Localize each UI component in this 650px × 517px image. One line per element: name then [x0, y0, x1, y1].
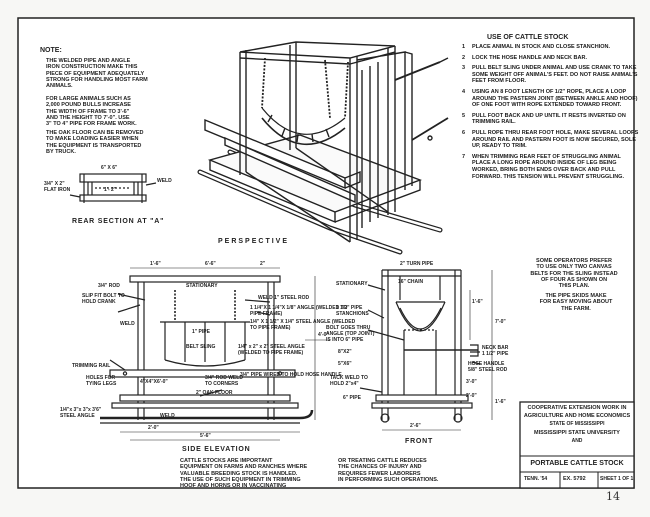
perspective-title: PERSPECTIVE — [218, 238, 290, 245]
tb-tenn: TENN. '54 — [524, 476, 548, 482]
note-title: NOTE: — [40, 47, 62, 54]
side-rod-label: 3/4" ROD — [98, 283, 120, 289]
tb-line-4: MISSISSIPPI STATE UNIVERSITY — [534, 430, 620, 436]
side-dim-6: 4'-0" — [318, 332, 329, 338]
front-bolt: BOLT GOES THRU ANGLE (TOP JOINT) IS INTO… — [326, 325, 375, 343]
side-pipe-weld: 3/4" PIPE WIRED TO HOLD HOSE HANDLE — [240, 372, 342, 378]
front-title: FRONT — [405, 438, 434, 445]
front-dim-d: 1'-6" — [495, 399, 506, 405]
operators-note: SOME OPERATORS PREFER TO USE ONLY TWO CA… — [530, 258, 618, 290]
side-oak-floor: 2" OAK FLOOR — [196, 390, 233, 396]
front-dim-a: 1'-6" — [472, 299, 483, 305]
note-paragraph-1: THE WELDED PIPE AND ANGLE IRON CONSTRUCT… — [46, 58, 148, 90]
tb-ex: EX. 5792 — [563, 476, 586, 482]
front-view-drawing — [359, 269, 493, 431]
front-6in-pipe: 6" PIPE — [343, 395, 361, 401]
note-paragraph-3: THE OAK FLOOR CAN BE REMOVED TO MAKE LOA… — [46, 130, 144, 155]
side-rod-weld: 3/4" ROD WELD TO CORNERS — [205, 375, 243, 387]
use-title: USE OF CATTLE STOCK — [487, 34, 569, 41]
rear-dim-mid: 1'- 2" — [104, 187, 117, 193]
side-trimming-rail: TRIMMING RAIL — [72, 363, 111, 369]
rear-section-drawing — [69, 173, 157, 203]
side-pipe: 1" PIPE — [192, 329, 210, 335]
side-dim-1: 1'-6" — [150, 261, 161, 267]
side-angle-frame: 1 1/4"X 1 1/4"X 1/8" ANGLE (WELDED TO PI… — [250, 305, 348, 317]
note-paragraph-2: FOR LARGE ANIMALS SUCH AS 2,000 POUND BU… — [46, 96, 137, 128]
front-hose-handle: HOSE HANDLE 5/8" STEEL ROD — [468, 361, 508, 373]
tb-line-5: AND — [571, 438, 583, 444]
front-dim-height: 7'-0" — [495, 319, 506, 325]
front-dim-width: 2'-6" — [410, 423, 421, 429]
side-weld-rod: WELD 1" STEEL ROD — [258, 295, 310, 301]
tb-title: PORTABLE CATTLE STOCK — [530, 460, 624, 467]
side-elevation-title: SIDE ELEVATION — [182, 446, 251, 453]
front-dim-2: 5"X6" — [338, 361, 352, 367]
side-dim-5: 5'-6" — [200, 433, 211, 439]
tb-line-1: COOPERATIVE EXTENSION WORK IN — [527, 405, 627, 411]
side-elevation-drawing — [100, 267, 330, 441]
side-angle-bottom: 1/4"x 3"x 3"x 3'6" STEEL ANGLE — [60, 407, 102, 419]
front-tack-weld: TACK WELD TO HOLD 2"x4" — [330, 375, 368, 387]
side-slip-fit: SLIP FIT BOLT TO HOLD CRANK — [82, 293, 125, 305]
side-weld-bottom: WELD — [160, 413, 175, 419]
page-number: 14 — [606, 490, 620, 503]
front-stanchion: 1 1/2" PIPE STANCHIONS — [336, 305, 369, 317]
title-block-frame — [519, 401, 635, 489]
side-holes: HOLES FOR TYING LEGS — [86, 375, 117, 387]
front-dim-c: 2'-0" — [466, 393, 477, 399]
rear-dim-top: 6" X 6" — [101, 165, 118, 171]
front-turn-pipe: 2" TURN PIPE — [400, 261, 434, 267]
skids-note: THE PIPE SKIDS MAKE FOR EASY MOVING ABOU… — [539, 293, 613, 312]
tb-sheet: SHEET 1 OF 1 — [600, 476, 634, 482]
front-neck-bar: NECK BAR 1 1/2" PIPE — [482, 345, 509, 357]
side-stationary: STATIONARY — [186, 283, 218, 289]
front-stationary: STATIONARY — [336, 281, 368, 287]
side-dim-3: 2" — [260, 261, 266, 267]
front-dim-1: 8"X2" — [338, 349, 352, 355]
side-timber: 4"X4"X6'-0" — [140, 379, 168, 385]
bottom-text-left: CATTLE STOCKS ARE IMPORTANT EQUIPMENT ON… — [180, 458, 308, 490]
side-steel-frame: 1/4" X 1 1/2" X 1/4" STEEL ANGLE (WELDED… — [250, 319, 356, 331]
tb-line-2: AGRICULTURE AND HOME ECONOMICS — [523, 413, 631, 419]
side-belt-sling: BELT SLING — [186, 344, 216, 350]
bottom-text-right: OR TREATING CATTLE REDUCES THE CHANCES O… — [338, 458, 439, 483]
side-angle-weld: 1/4" x 2" x 2" STEEL ANGLE (WELDED TO PI… — [238, 344, 305, 356]
rear-flat-iron: 3/4" X 2" FLAT IRON — [44, 181, 71, 193]
side-dim-4: 2'-0" — [148, 425, 159, 431]
tb-line-3: STATE OF MISSISSIPPI — [549, 421, 605, 427]
side-dim-2: 6'-6" — [205, 261, 216, 267]
rear-section-title: REAR SECTION AT "A" — [72, 218, 165, 225]
perspective-drawing — [197, 41, 449, 255]
rear-weld: WELD — [157, 178, 172, 184]
side-weld-left: WELD — [120, 321, 135, 327]
front-chain: 16" CHAIN — [398, 279, 424, 285]
front-dim-b: 3'-0" — [466, 379, 477, 385]
